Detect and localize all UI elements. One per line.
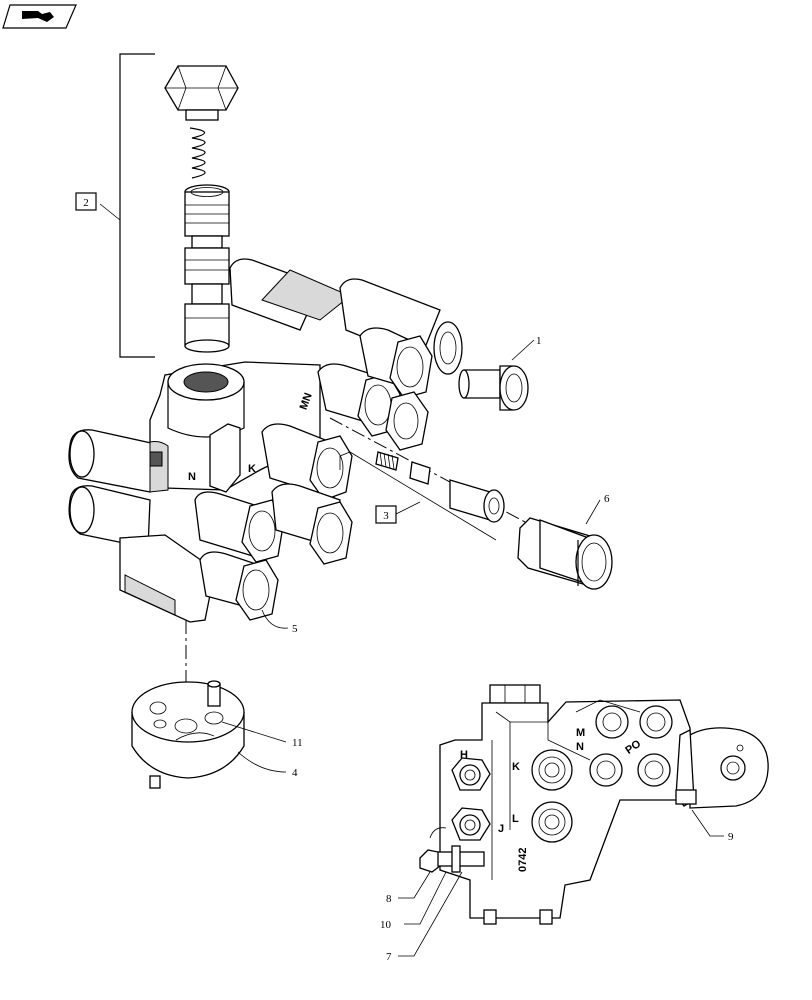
port-p xyxy=(589,753,623,787)
hex-plug-cap xyxy=(164,65,239,121)
base-plate-item-4 xyxy=(131,680,245,789)
callout-8[interactable]: 8 xyxy=(386,893,392,905)
port-label-l: L xyxy=(512,813,519,825)
callout-1[interactable]: 1 xyxy=(536,335,542,347)
callout-3[interactable]: 3 xyxy=(375,505,397,524)
port-k xyxy=(531,749,573,791)
spring xyxy=(189,127,206,179)
callout-5[interactable]: 5 xyxy=(292,623,298,635)
plug-item-1 xyxy=(458,365,529,411)
check-valve-item-3 xyxy=(375,451,505,523)
next-page-button[interactable] xyxy=(2,4,77,29)
part-code-stamp: 0742 xyxy=(517,848,529,872)
port-l xyxy=(531,801,573,843)
cap-item-6 xyxy=(517,517,613,590)
port-o xyxy=(637,753,671,787)
port-n xyxy=(639,705,673,739)
port-m xyxy=(595,705,629,739)
port-label-n-upper: N xyxy=(188,471,196,483)
callout-7[interactable]: 7 xyxy=(386,951,392,963)
port-label-n: N xyxy=(576,741,584,753)
callout-9[interactable]: 9 xyxy=(728,831,734,843)
callout-11[interactable]: 11 xyxy=(292,737,303,749)
callout-6[interactable]: 6 xyxy=(604,493,610,505)
port-label-k-upper: K xyxy=(248,463,256,475)
valve-spool xyxy=(184,184,230,353)
port-label-h: H xyxy=(460,749,468,761)
port-label-k: K xyxy=(512,761,520,773)
callout-10[interactable]: 10 xyxy=(380,919,392,931)
callout-4[interactable]: 4 xyxy=(292,767,298,779)
svg-text:3: 3 xyxy=(383,510,389,522)
valve-assembly-installed: H K M N PO J L 0742 xyxy=(419,684,769,925)
svg-text:2: 2 xyxy=(83,197,89,209)
port-label-j: J xyxy=(498,823,504,835)
port-h xyxy=(451,757,491,791)
valve-body-upper: N K MN xyxy=(68,258,463,623)
port-label-mn-upper: MN xyxy=(298,391,315,411)
next-page-arrow-icon xyxy=(22,11,54,22)
bracket-item-2 xyxy=(99,53,155,358)
assembly-axis-right xyxy=(329,417,541,531)
callout-2[interactable]: 2 xyxy=(75,192,97,211)
port-label-m: M xyxy=(576,727,585,739)
port-j xyxy=(451,807,491,841)
